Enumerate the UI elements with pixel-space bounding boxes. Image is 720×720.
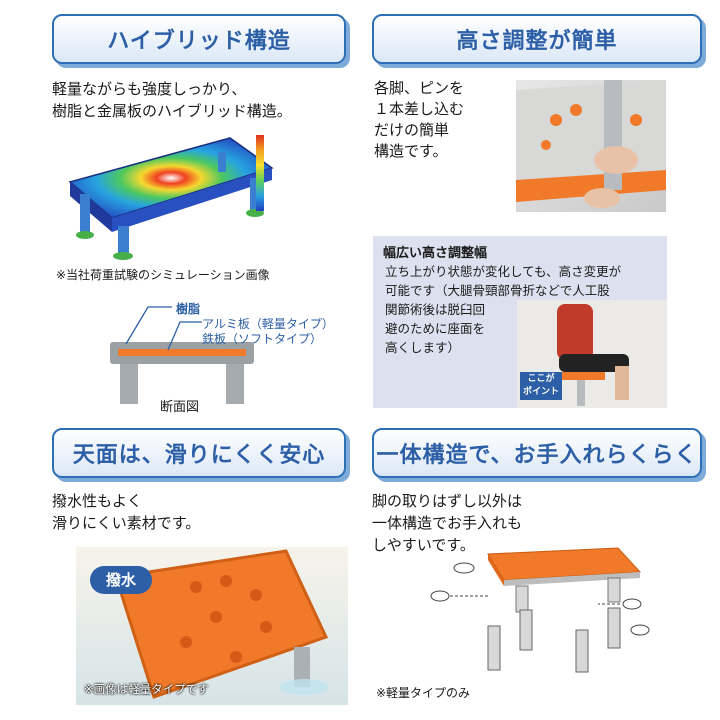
height-body: 各脚、ピンを １本差し込む だけの簡単 構造です。	[374, 79, 465, 160]
hybrid-title: ハイブリッド構造	[52, 14, 346, 64]
height-title: 高さ調整が簡単	[372, 14, 702, 64]
lightweight-only-note: ※軽量タイプのみ	[376, 686, 471, 700]
cross-section-diagram	[110, 342, 254, 404]
lightweight-image-note: ※画像は軽量タイプです	[84, 682, 209, 696]
label-section: 断面図	[160, 400, 200, 415]
panel-height-adjust: 高さ調整が簡単	[360, 0, 720, 360]
section-leader-lines	[125, 306, 202, 351]
nonslip-title: 天面は、滑りにくく安心	[52, 428, 346, 478]
pin-insert-photo	[516, 80, 666, 212]
hybrid-body: 軽量ながらも強度しっかり、 樹脂と金属板のハイブリッド構造。	[52, 80, 292, 120]
stress-simulation-image	[68, 137, 274, 260]
label-aluminum: アルミ板（軽量タイプ）	[202, 317, 334, 331]
range-title: 幅広い高さ調整幅	[383, 246, 488, 261]
label-steel: 鉄板（ソフトタイプ）	[202, 332, 323, 346]
stress-colorbar	[256, 135, 264, 211]
simulation-note: ※当社荷重試験のシミュレーション画像	[56, 268, 270, 282]
water-repellent-badge: 撥水	[90, 566, 152, 594]
seated-person-photo	[517, 300, 667, 408]
onepiece-title: 一体構造で、お手入れらくらく	[372, 428, 702, 478]
panel-hybrid-structure: ハイブリッド構造	[0, 0, 360, 360]
nonslip-body: 撥水性もよく 滑りにくい素材です。	[52, 492, 201, 532]
label-resin: 樹脂	[176, 302, 201, 316]
point-badge: ここが ポイント	[520, 372, 562, 400]
range-body: 立ち上がり状態が変化しても、高さ変更が 可能です（大腿骨頸部骨折などで人工股 関…	[385, 264, 622, 355]
onepiece-body: 脚の取りはずし以外は 一体構造でお手入れも しやすいです。	[372, 492, 523, 554]
exploded-stool-diagram	[430, 547, 650, 673]
